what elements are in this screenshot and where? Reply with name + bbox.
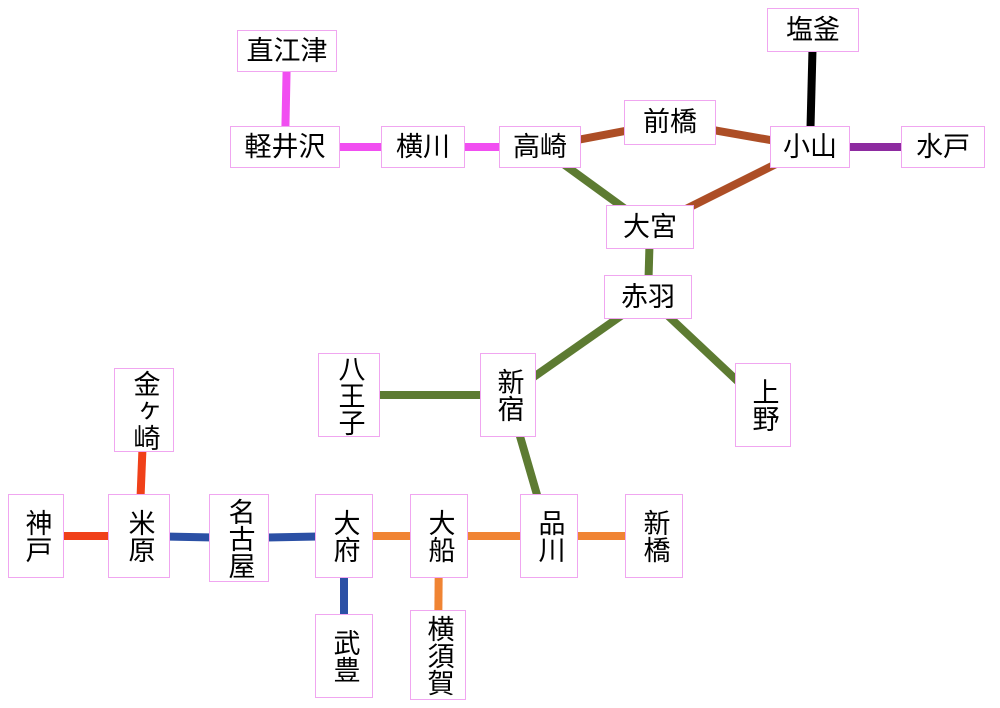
station-maibara: 米原	[108, 494, 170, 578]
station-ueno: 上野	[735, 363, 791, 447]
station-naoetsu: 直江津	[237, 30, 337, 72]
station-shinagawa: 品川	[520, 494, 578, 578]
station-taketoyo: 武豊	[315, 614, 373, 698]
station-mito: 水戸	[901, 126, 985, 168]
station-shinjuku: 新宿	[480, 353, 536, 437]
station-ofuna: 大船	[410, 494, 468, 578]
station-nagoya: 名古屋	[209, 494, 269, 582]
station-takasaki: 高崎	[499, 126, 581, 168]
station-shimbashi: 新橋	[625, 494, 683, 578]
station-shiogama: 塩釜	[767, 8, 859, 52]
station-kanegasaki: 金ヶ崎	[114, 368, 174, 452]
station-oyama: 小山	[770, 126, 850, 168]
station-maebashi: 前橋	[624, 100, 716, 145]
station-yokokawa: 横川	[381, 126, 465, 168]
station-yokosuka: 横須賀	[410, 610, 466, 700]
station-hachioji: 八王子	[318, 353, 380, 437]
station-akabane: 赤羽	[604, 275, 692, 319]
station-obu: 大府	[315, 494, 373, 578]
station-omiya: 大宮	[606, 205, 694, 249]
station-karuizawa: 軽井沢	[230, 126, 340, 168]
station-kobe: 神戸	[8, 494, 64, 578]
